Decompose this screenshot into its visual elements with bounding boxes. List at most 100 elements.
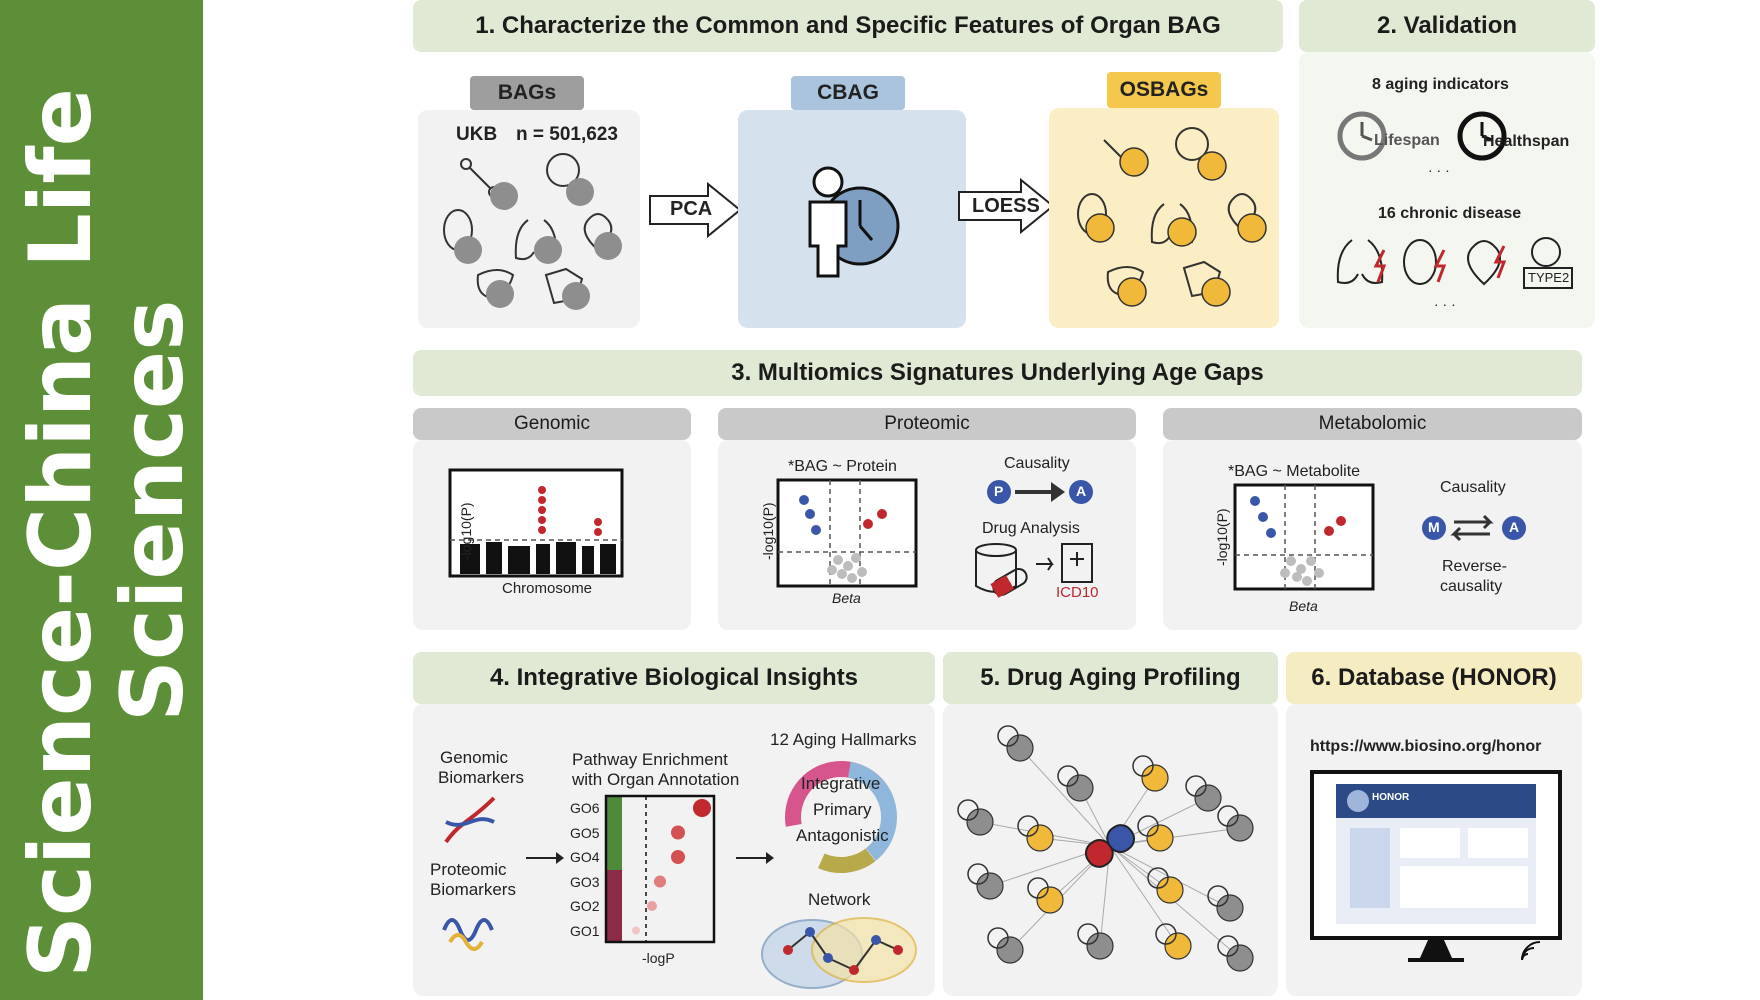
metabolomic-header: Metabolomic: [1163, 408, 1582, 440]
type2-box: [1523, 267, 1573, 289]
bags-panel: [418, 110, 640, 328]
lifespan-label: Lifespan: [1374, 132, 1440, 149]
osbags-tag: OSBAGs: [1107, 72, 1221, 108]
pca-arrow: [649, 181, 742, 239]
pathway-enrichment-line1: Pathway Enrichment: [572, 750, 728, 769]
m-a-bidirectional-arrows: [1422, 514, 1526, 542]
organ-icon: [1217, 935, 1239, 957]
go-label: GO4: [570, 849, 600, 865]
organ-icon: [1077, 923, 1099, 945]
loess-arrow: [958, 177, 1055, 235]
network-edge: [1109, 845, 1179, 947]
clock-icon: [1216, 894, 1244, 922]
person-clock-icon: [808, 166, 900, 278]
manhattan-plot: [448, 468, 624, 578]
clock-icon: [594, 232, 622, 260]
pathway-enrichment-plot: [604, 794, 716, 944]
ukb-label: UKB: [456, 124, 498, 145]
pathway-enrichment-line2: with Organ Annotation: [572, 770, 740, 789]
clock-icon: [1141, 764, 1169, 792]
clock-icon: [1146, 824, 1174, 852]
p-node-label: P: [994, 483, 1004, 499]
brain-icon: [1175, 127, 1209, 161]
icd10-label: ICD10: [1056, 584, 1099, 601]
honor-url[interactable]: https://www.biosino.org/honor: [1310, 738, 1542, 755]
proteomic-volcano-plot: [776, 478, 918, 588]
aging-indicators-label: 8 aging indicators: [1372, 76, 1509, 93]
clock-icon: [534, 236, 562, 264]
organ-icon: [1132, 755, 1154, 777]
go-label: GO2: [570, 898, 600, 914]
metabolomic-ylabel: -log10(P): [1214, 508, 1230, 566]
organ-icon: [997, 725, 1019, 747]
organ-icon: [1185, 775, 1207, 797]
organ-icon: [1155, 923, 1177, 945]
genomic-ylabel: -log10(P): [458, 502, 474, 560]
go-dot: [632, 926, 640, 935]
section5-header: 5. Drug Aging Profiling: [943, 652, 1278, 704]
organ-icon: [1017, 815, 1039, 837]
organ-icon: [1027, 877, 1049, 899]
clock-icon: [566, 178, 594, 206]
go-dot: [693, 799, 711, 817]
clock-icon: [966, 808, 994, 836]
clock-icon: [1201, 277, 1231, 307]
journal-title-line2: Sciences: [103, 299, 203, 722]
metabolomic-plot-title: *BAG ~ Metabolite: [1228, 463, 1361, 480]
heart-icon: [1467, 240, 1501, 286]
integrative-label: Integrative: [801, 774, 881, 793]
bags-tag: BAGs: [470, 76, 584, 110]
clock-icon: [1026, 824, 1054, 852]
clipboard-icon: [1061, 543, 1093, 583]
reverse-causality-line2: causality: [1440, 578, 1503, 595]
osbags-panel: [1049, 108, 1279, 328]
antagonistic-label: Antagonistic: [796, 826, 889, 845]
clock-icon: [996, 936, 1024, 964]
section6-header: 6. Database (HONOR): [1286, 652, 1582, 704]
genomic-header: Genomic: [413, 408, 691, 440]
section4-header: 4. Integrative Biological Insights: [413, 652, 935, 704]
clock-icon: [1117, 277, 1147, 307]
section2-header: 2. Validation: [1299, 0, 1595, 52]
clock-icon: [1119, 147, 1149, 177]
journal-band: Science-China Life Sciences: [0, 0, 203, 1000]
clock-icon: [562, 282, 590, 310]
ellipsis-2: · · ·: [1434, 296, 1456, 312]
wifi-icon: [1521, 941, 1541, 961]
clock-icon: [1167, 217, 1197, 247]
clock-icon: [1086, 932, 1114, 960]
genomic-biomarkers-line2: Biomarkers: [438, 768, 524, 787]
a-node-label-2: A: [1509, 519, 1520, 535]
organ-icon: [1057, 765, 1079, 787]
network-edge: [1019, 747, 1111, 847]
osbags-organ-icons: [1077, 127, 1267, 307]
pathway-xlabel: -logP: [642, 950, 675, 966]
proteomic-biomarkers-line2: Biomarkers: [430, 880, 516, 899]
organ-icon: [1207, 885, 1229, 907]
database-icon: [975, 543, 1017, 557]
monitor-icon: [1310, 770, 1562, 962]
type2-label: TYPE2: [1528, 270, 1570, 285]
loess-label: LOESS: [972, 195, 1040, 217]
clock-icon: [1164, 932, 1192, 960]
clock-icon: [490, 182, 518, 210]
chronic-disease-label: 16 chronic disease: [1378, 205, 1522, 222]
metabolomic-volcano-plot: [1233, 483, 1375, 591]
go-dot: [647, 901, 657, 911]
go-label: GO3: [570, 873, 600, 890]
hallmarks-donut: [785, 761, 897, 873]
clock-icon: [454, 236, 482, 264]
healthspan-label: Healthspan: [1483, 133, 1570, 150]
dna-icon: [444, 796, 496, 844]
m-node-label: M: [1428, 519, 1440, 535]
pca-label: PCA: [670, 198, 713, 220]
lung-icon: [1336, 239, 1384, 284]
drug-network: [957, 725, 1254, 972]
pancreas-icon: [1531, 237, 1561, 267]
pill-icon: [1084, 824, 1136, 868]
hallmarks-label: 12 Aging Hallmarks: [770, 730, 917, 749]
lifespan-clock-icon: [1337, 111, 1387, 161]
a-node-label: A: [1076, 483, 1087, 499]
proteomic-causality-label: Causality: [1004, 455, 1070, 472]
drug-analysis-label: Drug Analysis: [982, 520, 1080, 537]
